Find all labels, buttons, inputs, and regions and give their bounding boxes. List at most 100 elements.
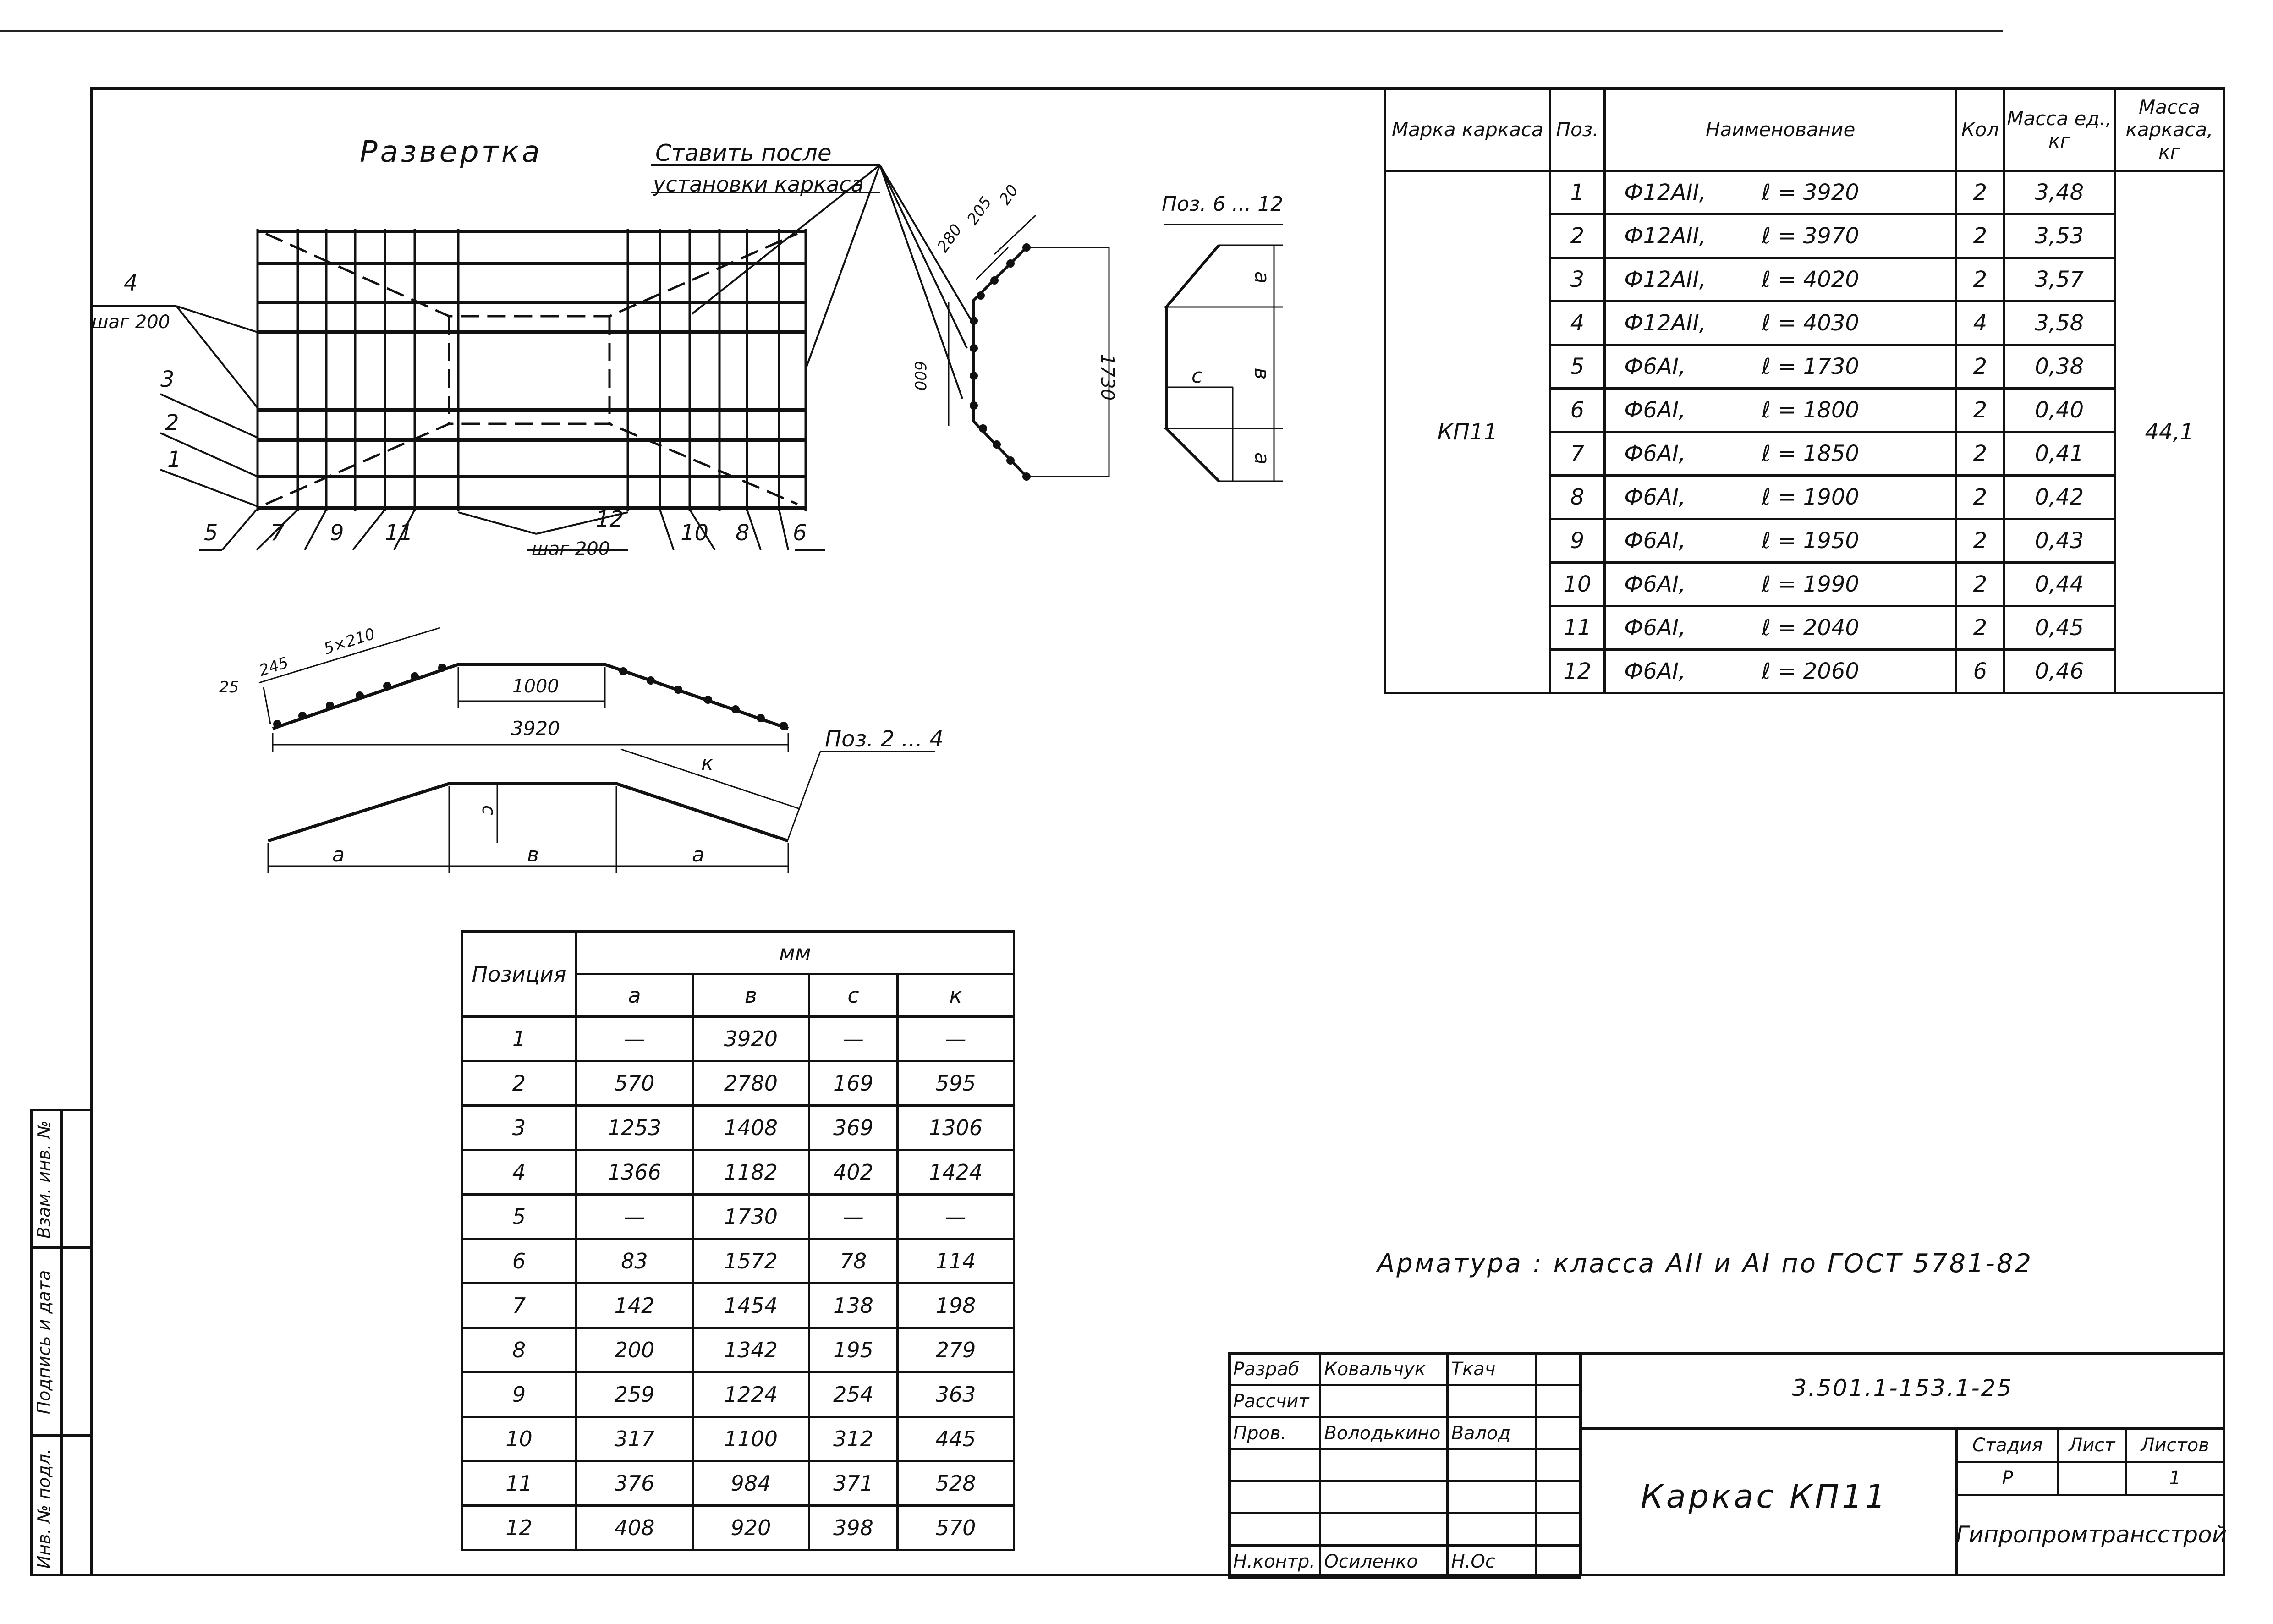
role-date	[1535, 1448, 1581, 1482]
dims-col-position: Позиция	[461, 930, 577, 1018]
dims-cell: 1730	[691, 1193, 810, 1240]
spec-pos: 6	[1548, 387, 1606, 433]
dims-cell: 1	[461, 1015, 577, 1062]
organization: Гипропромтрансстрой	[1956, 1521, 2227, 1548]
dims-group-header: мм	[575, 930, 1015, 975]
spec-name: Ф6АI,ℓ = 2060	[1603, 648, 1958, 694]
spec-pos: 2	[1548, 213, 1606, 259]
dims-cell: 4	[461, 1149, 577, 1196]
dims-cell: 1366	[575, 1149, 694, 1196]
sheets-label: Листов	[2125, 1427, 2225, 1463]
spec-qty: 2	[1955, 474, 2005, 520]
spec-pos: 10	[1548, 561, 1606, 607]
dims-cell: 570	[575, 1060, 694, 1107]
spec-unit-mass: 0,41	[2003, 431, 2116, 477]
dims-cell: 10	[461, 1416, 577, 1462]
section-dim-1730: 1730	[1096, 354, 1118, 401]
dims-cell: 114	[896, 1238, 1015, 1284]
spec-qty: 2	[1955, 605, 2005, 651]
role-date	[1535, 1512, 1581, 1547]
profile-dim-1000: 1000	[512, 676, 559, 697]
side-stamp-inv-orig: Инв. № подл.	[34, 1448, 54, 1569]
spec-qty: 2	[1955, 431, 2005, 477]
spec-length: ℓ = 4030	[1762, 310, 1859, 336]
right-leaders	[458, 164, 972, 551]
spec-header-mark: Марка каркаса	[1384, 87, 1551, 172]
sheet-value	[2057, 1460, 2127, 1496]
spec-qty: 4	[1955, 300, 2005, 346]
role-label: Рассчит	[1228, 1384, 1322, 1418]
spec-unit-mass: 0,46	[2003, 648, 2116, 694]
dims-cell: 3920	[691, 1015, 810, 1062]
cross-section-dots	[970, 243, 1031, 481]
spec-name: Ф6АI,ℓ = 1990	[1603, 561, 1958, 607]
pos-2-4-dim-c: с	[478, 805, 499, 815]
organization-cell	[1956, 1494, 2225, 1576]
spec-length: ℓ = 1850	[1762, 441, 1859, 466]
role-name	[1319, 1448, 1449, 1482]
spec-length: ℓ = 1950	[1762, 528, 1859, 554]
spec-length: ℓ = 3970	[1762, 223, 1859, 249]
pos-2-4-dim-a-right: а	[692, 843, 704, 867]
spec-unit-mass: 0,45	[2003, 605, 2116, 651]
spec-length: ℓ = 2060	[1762, 658, 1859, 684]
dims-cell: 78	[807, 1238, 899, 1284]
spec-pos: 4	[1548, 300, 1606, 346]
dims-cell: 595	[896, 1060, 1015, 1107]
dims-cell: 1224	[691, 1371, 810, 1418]
dims-cell: 7	[461, 1282, 577, 1329]
dims-cell: 363	[896, 1371, 1015, 1418]
spec-pos: 3	[1548, 257, 1606, 302]
pos-6-12-dim-c: с	[1191, 364, 1203, 388]
top-rule	[0, 30, 2003, 32]
pos-6-12-dim-a-bottom: а	[1250, 452, 1274, 465]
spec-length: ℓ = 2040	[1762, 615, 1859, 641]
spec-unit-mass: 0,43	[2003, 518, 2116, 564]
spec-unit-mass: 3,53	[2003, 213, 2116, 259]
spec-bar-type: Ф6АI,	[1624, 354, 1686, 379]
role-date	[1535, 1544, 1581, 1579]
pos-2-4-dim-k: к	[701, 752, 714, 775]
dims-cell: 312	[807, 1416, 899, 1462]
spec-bar-type: Ф12АII,	[1624, 223, 1706, 249]
dims-row: 1—3920——	[461, 1015, 1015, 1062]
role-sign	[1446, 1480, 1537, 1514]
callout-1: 1	[167, 447, 181, 472]
spec-pos: 1	[1548, 170, 1606, 215]
spec-pos: 5	[1548, 344, 1606, 390]
dims-cell: —	[575, 1193, 694, 1240]
dims-cell: 6	[461, 1238, 577, 1284]
callout-10: 10	[681, 520, 709, 546]
dims-cell: —	[575, 1015, 694, 1062]
spec-unit-mass: 3,57	[2003, 257, 2116, 302]
role-sign: Валод	[1446, 1416, 1537, 1450]
role-name	[1319, 1512, 1449, 1547]
callout-2: 2	[165, 410, 179, 436]
dims-cell: 138	[807, 1282, 899, 1329]
install-note-line1: Ставить после	[655, 140, 832, 166]
dims-cell: 2780	[691, 1060, 810, 1107]
side-stamp-inv-repl: Взам. инв. №	[34, 1120, 54, 1239]
unfold-vertical-bars	[256, 229, 807, 511]
frame-border	[90, 87, 2225, 1576]
sheet-label: Лист	[2057, 1427, 2127, 1463]
dims-cell: 5	[461, 1193, 577, 1240]
callout-8: 8	[736, 520, 750, 546]
role-sign	[1446, 1384, 1537, 1418]
dims-cell: 200	[575, 1327, 694, 1373]
spec-name: Ф6АI,ℓ = 1730	[1603, 344, 1958, 390]
role-name: Осиленко	[1319, 1544, 1449, 1579]
spec-name: Ф6АI,ℓ = 1800	[1603, 387, 1958, 433]
spec-table: Марка каркаса Поз. Наименование Кол Масс…	[1384, 87, 2226, 694]
dims-cell: 570	[896, 1504, 1015, 1551]
stage-table: Стадия Лист Листов Р 1	[1955, 1427, 2225, 1496]
